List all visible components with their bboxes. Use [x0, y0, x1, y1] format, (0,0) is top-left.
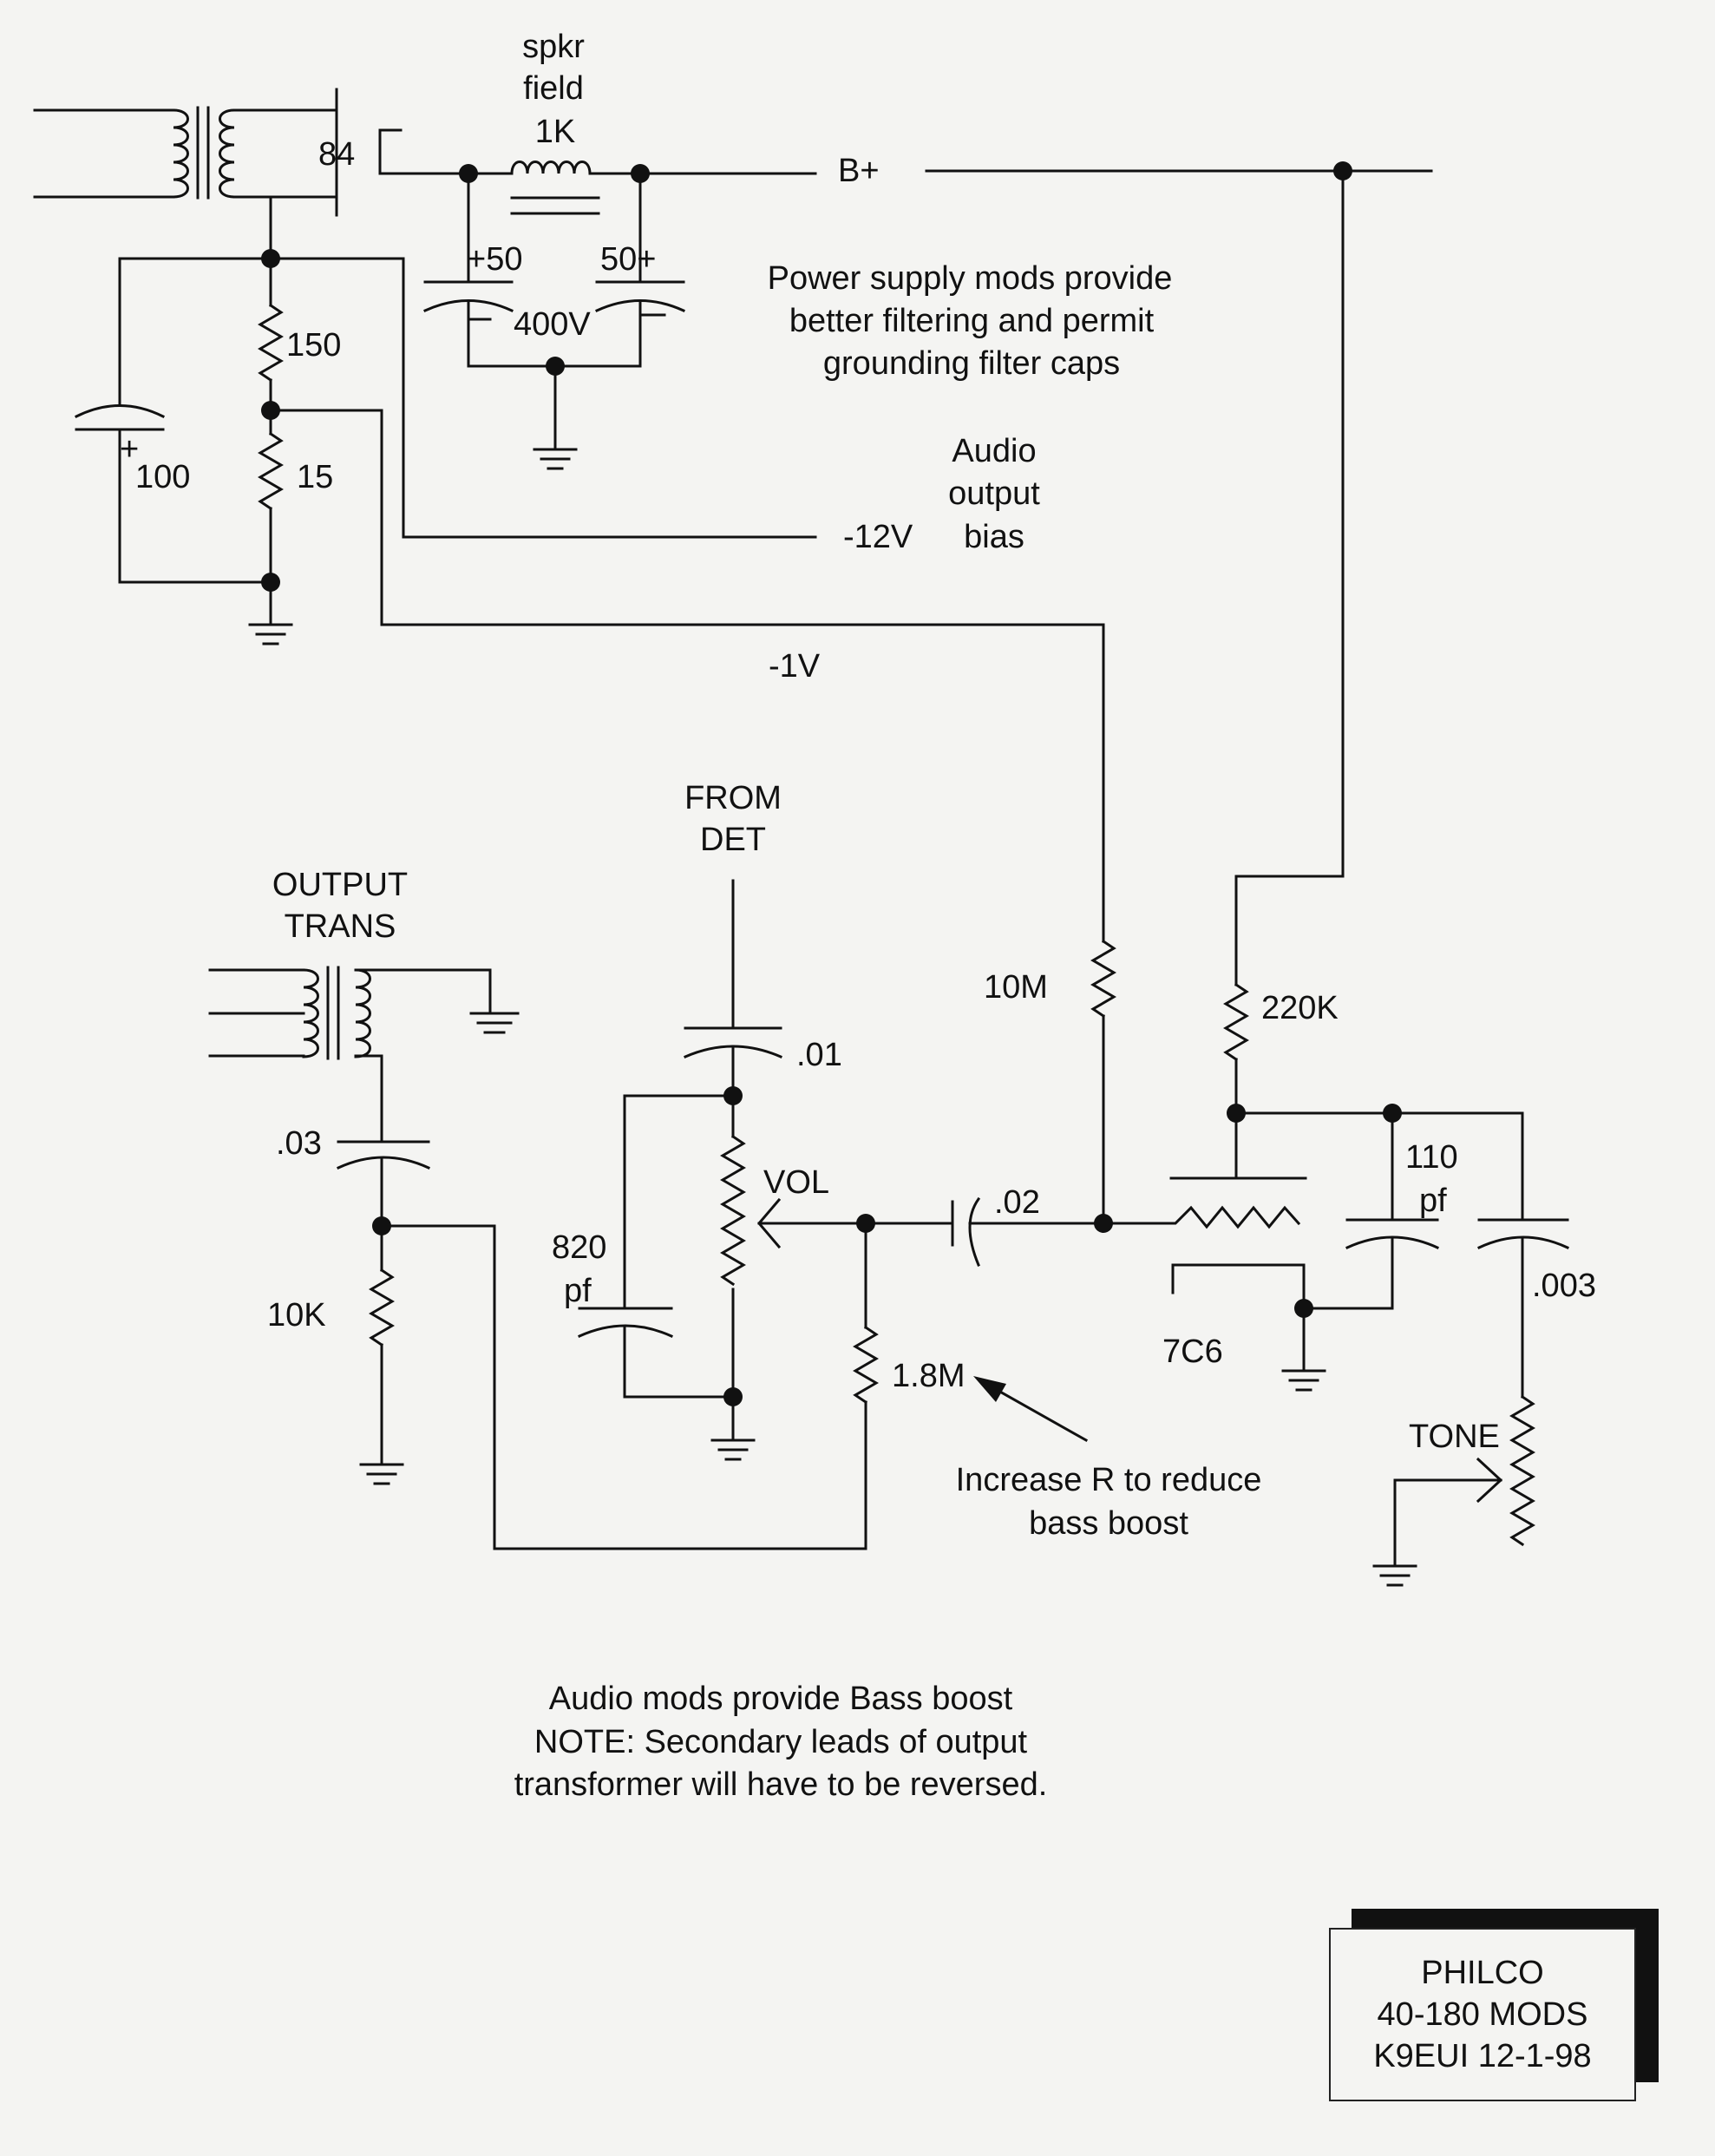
ground-symbol: [710, 1438, 756, 1461]
r10m-label: 10M: [984, 969, 1048, 1006]
r220k-label: 220K: [1261, 990, 1339, 1026]
speaker-field-coil: [510, 161, 592, 175]
capacitor-820pf: [578, 1324, 673, 1338]
ground-symbol: [469, 1012, 520, 1034]
r15-label: 15: [297, 459, 333, 495]
output-trans-line1: OUTPUT: [272, 867, 408, 903]
cap02-label: .02: [994, 1184, 1040, 1221]
resistor-1-8m: [853, 1325, 879, 1405]
tube-84-label: 84: [318, 136, 355, 173]
title-block: PHILCO 40-180 MODS K9EUI 12-1-98: [1329, 1928, 1636, 2101]
ground-symbol: [248, 623, 293, 645]
det-label: DET: [700, 822, 766, 858]
increase-note-line1: Increase R to reduce: [956, 1462, 1262, 1498]
from-label: FROM: [684, 780, 782, 816]
tone-wiper-arrow: [1393, 1457, 1503, 1568]
resistor-150: [258, 303, 284, 383]
tone-label: TONE: [1409, 1419, 1500, 1455]
rectifier-tube-84: 84: [318, 88, 468, 217]
tube-7c6-label: 7C6: [1162, 1334, 1223, 1370]
power-note-line1: Power supply mods provide: [768, 260, 1173, 297]
bplus-label: B+: [838, 153, 880, 189]
neg1v-label: -1V: [769, 648, 821, 685]
tube-7c6: [1102, 1176, 1307, 1310]
ground-symbol: [1281, 1369, 1326, 1392]
tone-potentiometer: [1509, 1394, 1535, 1547]
field-label: field: [523, 70, 584, 107]
r18m-label: 1.8M: [892, 1358, 965, 1394]
audio-label: Audio: [952, 433, 1036, 469]
ground-symbol: [1372, 1564, 1417, 1587]
field-value-label: 1K: [535, 114, 575, 150]
audio-note-line2: NOTE: Secondary leads of output: [534, 1724, 1028, 1760]
increase-note-line2: bass boost: [1029, 1505, 1188, 1542]
r150-label: 150: [286, 327, 341, 364]
resistor-220k: [1223, 982, 1249, 1062]
volume-wiper-arrow: [757, 1197, 867, 1249]
audio-note-line3: transformer will have to be reversed.: [514, 1766, 1048, 1803]
power-note-line3: grounding filter caps: [823, 345, 1120, 382]
spkr-label: spkr: [522, 29, 585, 65]
output-label: output: [948, 475, 1040, 512]
neg12v-label: -12V: [843, 519, 913, 555]
title-line3: K9EUI 12-1-98: [1373, 2038, 1592, 2074]
cap110-label: 110: [1405, 1139, 1458, 1176]
volume-potentiometer: [720, 1134, 746, 1287]
output-transformer: [208, 966, 492, 1060]
resistor-10m: [1090, 939, 1116, 1019]
cap003-label: .003: [1532, 1268, 1596, 1304]
vol-label: VOL: [763, 1164, 829, 1201]
c100-plus: +: [120, 431, 139, 468]
voltage-400v-label: 400V: [514, 306, 591, 343]
capacitor-100: [74, 404, 166, 419]
ground-symbol: [533, 448, 578, 470]
resistor-15: [258, 431, 284, 511]
cap03-label: .03: [276, 1125, 322, 1162]
r10k-label: 10K: [267, 1297, 326, 1334]
bias-label: bias: [964, 519, 1024, 555]
audio-note-line1: Audio mods provide Bass boost: [549, 1681, 1013, 1717]
cap50-right-label: 50+: [600, 241, 656, 278]
output-trans-line2: TRANS: [285, 908, 396, 945]
resistor-10k: [369, 1268, 395, 1347]
ground-symbol: [359, 1463, 404, 1485]
title-line1: PHILCO: [1421, 1955, 1544, 1991]
capacitor-02: [968, 1196, 981, 1267]
capacitor-03: [337, 1156, 430, 1170]
cap50-left-label: +50: [467, 241, 522, 278]
power-transformer: [33, 106, 338, 200]
cap110-pf-label: pf: [1419, 1183, 1447, 1219]
cap820-pf-label: pf: [564, 1273, 592, 1309]
c100-label: 100: [135, 459, 190, 495]
cap01-label: .01: [796, 1037, 842, 1073]
cap820-label: 820: [552, 1229, 606, 1266]
power-note-line2: better filtering and permit: [789, 303, 1155, 339]
title-line2: 40-180 MODS: [1377, 1996, 1588, 2033]
